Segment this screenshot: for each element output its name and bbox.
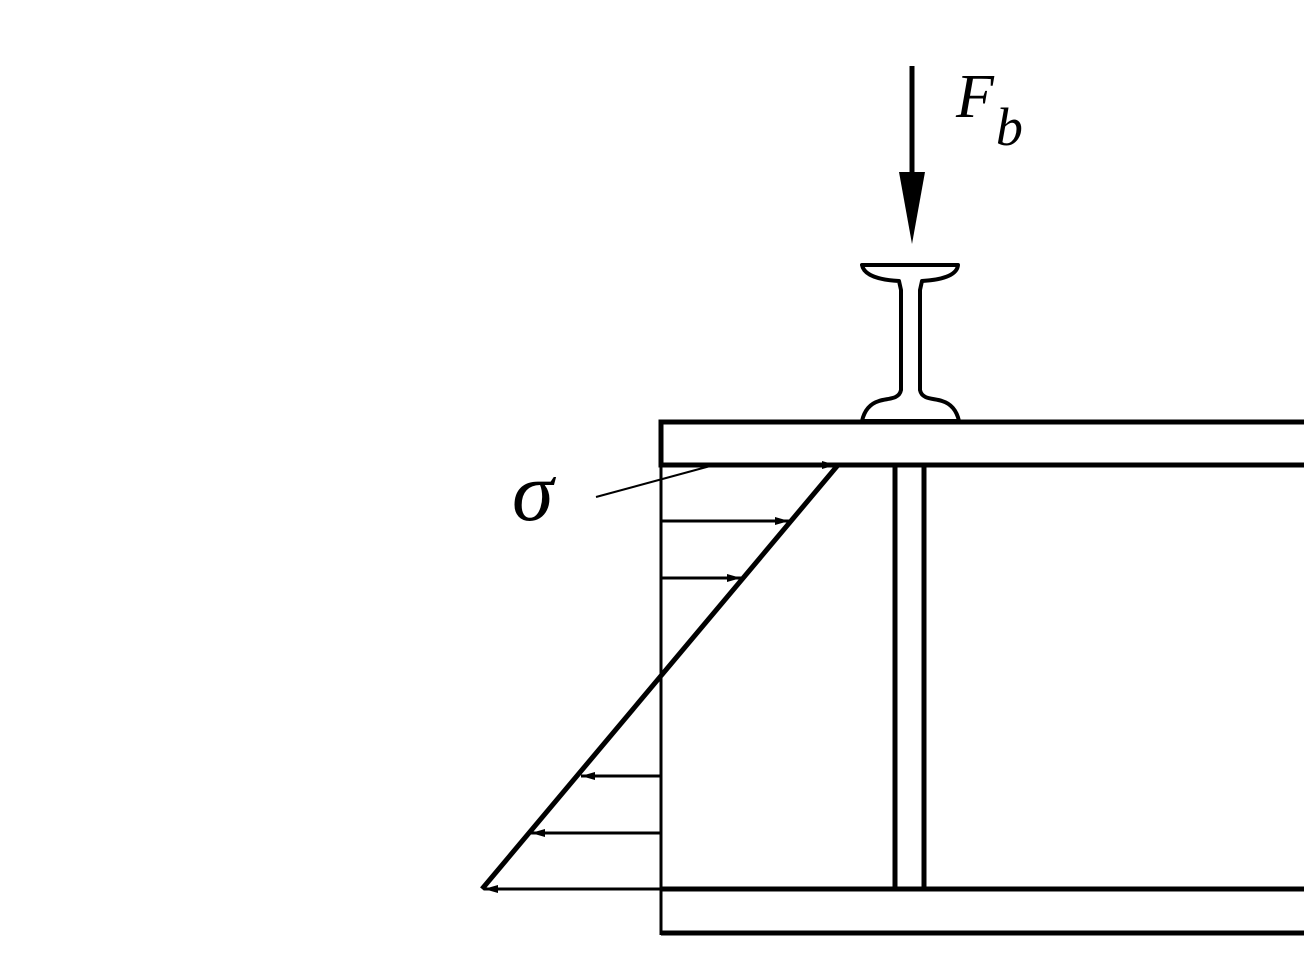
force-subscript: b	[996, 97, 1023, 157]
force-label: Fb	[955, 63, 1023, 157]
compression-arrows	[484, 772, 1304, 893]
stress-label: σ	[512, 446, 557, 539]
top-flange	[658, 419, 1304, 468]
load-arrow	[899, 66, 925, 244]
stress-leader-line	[595, 464, 715, 498]
tension-arrows	[661, 461, 836, 582]
force-symbol: F	[955, 63, 995, 131]
stress-distribution-line	[480, 463, 840, 891]
girder	[658, 419, 1304, 936]
rail-profile	[860, 263, 961, 423]
